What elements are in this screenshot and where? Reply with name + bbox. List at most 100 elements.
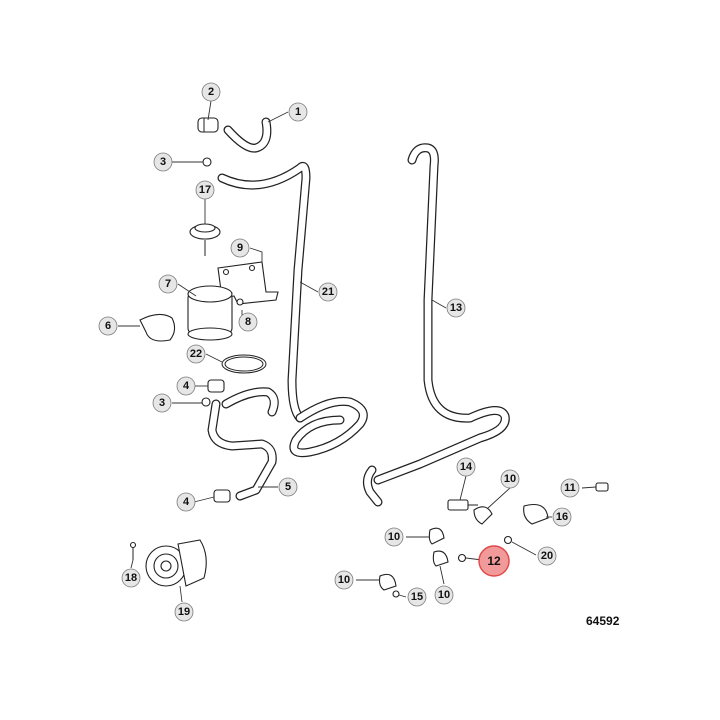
callout-bubble [500, 469, 520, 489]
callout-label: 6 [105, 320, 111, 332]
nut-20 [503, 535, 513, 545]
callout-label: 22 [190, 348, 202, 360]
hose-13 [373, 143, 510, 485]
callout-8: 8 [238, 312, 258, 332]
callout-label: 12 [487, 554, 501, 568]
callout-3: 3 [152, 393, 172, 413]
callout-bubble [152, 393, 172, 413]
callout-label: 10 [504, 473, 516, 485]
fitting-14 [447, 499, 478, 511]
washer-15 [392, 590, 400, 598]
o-ring-22 [221, 354, 267, 374]
callout-label: 20 [541, 550, 553, 562]
clamp-4-upper [207, 379, 225, 393]
callout-label: 10 [388, 531, 400, 543]
drawing-number: 64592 [586, 614, 620, 628]
callout-label: 4 [183, 496, 190, 508]
callout-16: 16 [552, 507, 572, 527]
callout-bubble [446, 298, 466, 318]
clamp-4-lower [213, 489, 231, 503]
callout-17: 17 [195, 180, 215, 200]
callout-6: 6 [98, 316, 118, 336]
strap-6 [139, 313, 176, 342]
callout-9: 9 [230, 238, 250, 258]
callout-3: 3 [153, 152, 173, 172]
callout-21: 21 [318, 282, 338, 302]
callout-bubble [560, 478, 580, 498]
callout-bubble [153, 152, 173, 172]
callout-label: 4 [183, 380, 190, 392]
callout-20: 20 [537, 546, 557, 566]
callout-bubble [176, 492, 196, 512]
callout-22: 22 [186, 344, 206, 364]
callout-bubble [230, 238, 250, 258]
callout-bubble [537, 546, 557, 566]
nut-3-lower [201, 397, 211, 407]
clamp-16 [523, 503, 549, 525]
callout-bubble [478, 545, 510, 577]
bolt-18 [129, 541, 137, 560]
callout-10: 10 [334, 570, 354, 590]
hose-lower-right [362, 465, 383, 507]
callout-4: 4 [176, 376, 196, 396]
callout-bubble [334, 570, 354, 590]
callout-label: 2 [208, 86, 214, 98]
callout-13: 13 [446, 298, 466, 318]
callout-bubble [98, 316, 118, 336]
nut-3-upper [202, 157, 212, 167]
clip-10-upper [473, 506, 493, 525]
bolt-12 [457, 553, 467, 563]
callout-18: 18 [121, 568, 141, 588]
callout-bubble [195, 180, 215, 200]
callout-bubble [186, 344, 206, 364]
hose-5 [207, 387, 279, 501]
hose-return-loop [289, 396, 368, 458]
callout-label: 17 [199, 184, 211, 196]
hose-21 [217, 161, 311, 423]
callout-bubble [158, 274, 178, 294]
bracket-9 [217, 261, 279, 305]
pump-19 [145, 539, 207, 587]
callout-bubble [238, 312, 258, 332]
callout-10: 10 [434, 585, 454, 605]
callout-14: 14 [456, 457, 476, 477]
reservoir-7 [187, 285, 233, 341]
callout-label: 3 [160, 156, 166, 168]
clamp-2 [197, 117, 219, 133]
callout-label: 8 [245, 316, 251, 328]
callout-label: 7 [165, 278, 171, 290]
callout-label: 14 [460, 461, 473, 473]
callout-label: 11 [564, 482, 576, 494]
callout-label: 10 [438, 589, 450, 601]
callout-2: 2 [201, 82, 221, 102]
callout-bubble [318, 282, 338, 302]
callout-label: 9 [237, 242, 243, 254]
sensor-11 [595, 482, 609, 492]
callout-bubble [552, 507, 572, 527]
callout-19: 19 [174, 602, 194, 622]
callout-7: 7 [158, 274, 178, 294]
cap-17 [189, 223, 221, 256]
callout-bubble [201, 82, 221, 102]
callout-label: 21 [322, 286, 334, 298]
callout-bubble [288, 102, 308, 122]
callout-1: 1 [288, 102, 308, 122]
callout-label: 16 [556, 511, 568, 523]
clip-10-mid [428, 527, 449, 567]
callout-11: 11 [560, 478, 580, 498]
callout-bubble [174, 602, 194, 622]
callout-bubble [434, 585, 454, 605]
callout-10: 10 [500, 469, 520, 489]
bolt-8 [236, 298, 244, 306]
callout-5: 5 [278, 477, 298, 497]
hose-1 [223, 117, 272, 153]
callout-4: 4 [176, 492, 196, 512]
callout-bubble [456, 457, 476, 477]
callout-bubble [121, 568, 141, 588]
callout-label: 19 [178, 606, 190, 618]
callout-bubble [407, 587, 427, 607]
clip-10-lower [378, 573, 397, 591]
callout-10: 10 [384, 527, 404, 547]
callout-15: 15 [407, 587, 427, 607]
